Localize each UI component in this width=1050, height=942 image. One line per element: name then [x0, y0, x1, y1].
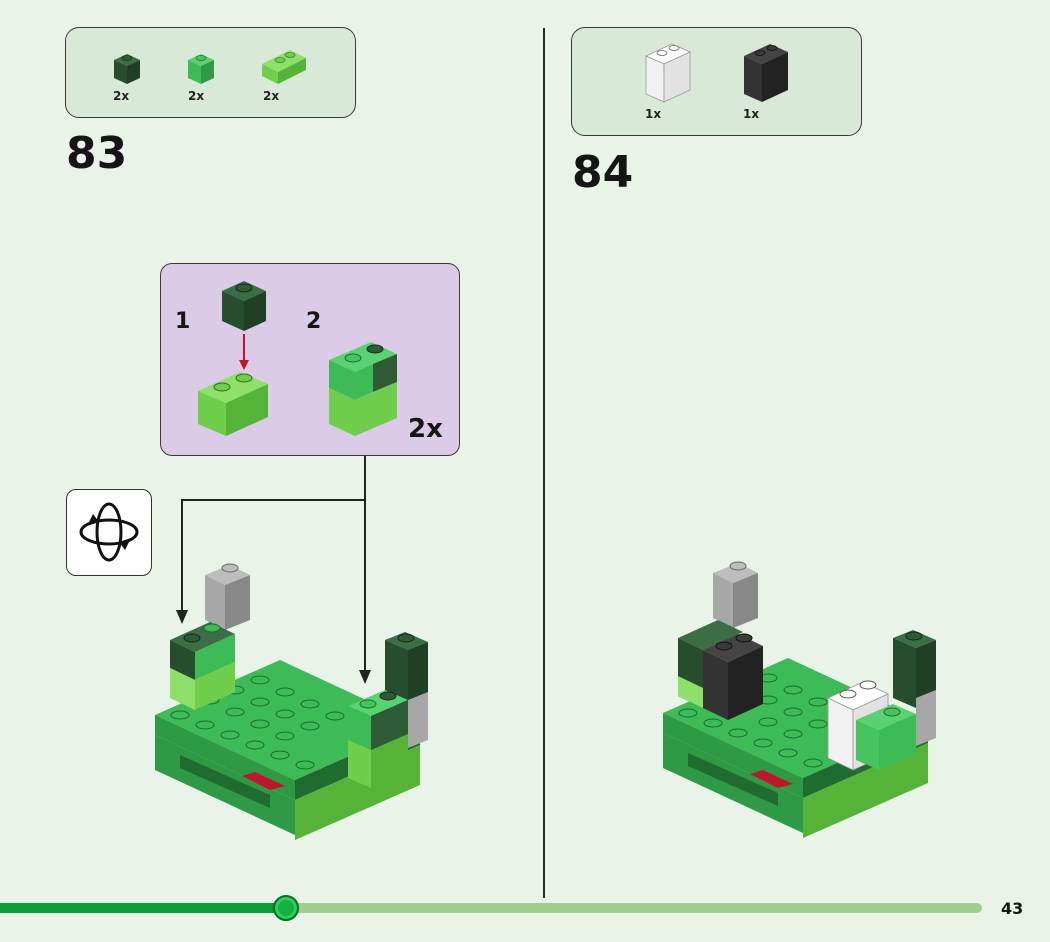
parts-list-84 [571, 27, 862, 136]
sub-step-1-illustration [198, 281, 268, 436]
progress-knob [273, 895, 299, 921]
step-number-83: 83 [66, 128, 128, 179]
brick-1x2-lime-icon [262, 50, 306, 84]
part-qty-lime: 2x [263, 89, 280, 103]
step-number-84: 84 [572, 147, 634, 198]
brick-1x1-green-icon [188, 54, 214, 84]
sub-assembly-multiplier: 2x [408, 414, 443, 444]
part-qty-black: 1x [743, 107, 760, 121]
sub-step-2-label: 2 [306, 309, 322, 334]
part-qty-white: 1x [645, 107, 662, 121]
page-number: 43 [1001, 899, 1024, 918]
progress-track [0, 903, 982, 913]
sub-step-1-label: 1 [175, 309, 191, 334]
rotate-arrows-icon [79, 502, 139, 562]
model-step-84 [663, 561, 936, 838]
part-qty-green: 2x [188, 89, 205, 103]
page-divider [543, 28, 545, 898]
model-step-83 [155, 563, 428, 840]
sub-step-2-illustration [329, 342, 397, 436]
brick-1x1-dark-green-icon [114, 54, 140, 84]
brick-1x2x2-black-icon [744, 44, 788, 102]
progress-fill [0, 903, 285, 913]
part-qty-dark-green: 2x [113, 89, 130, 103]
rotate-model-icon [66, 489, 152, 576]
brick-1x2x2-white-icon [645, 43, 691, 103]
